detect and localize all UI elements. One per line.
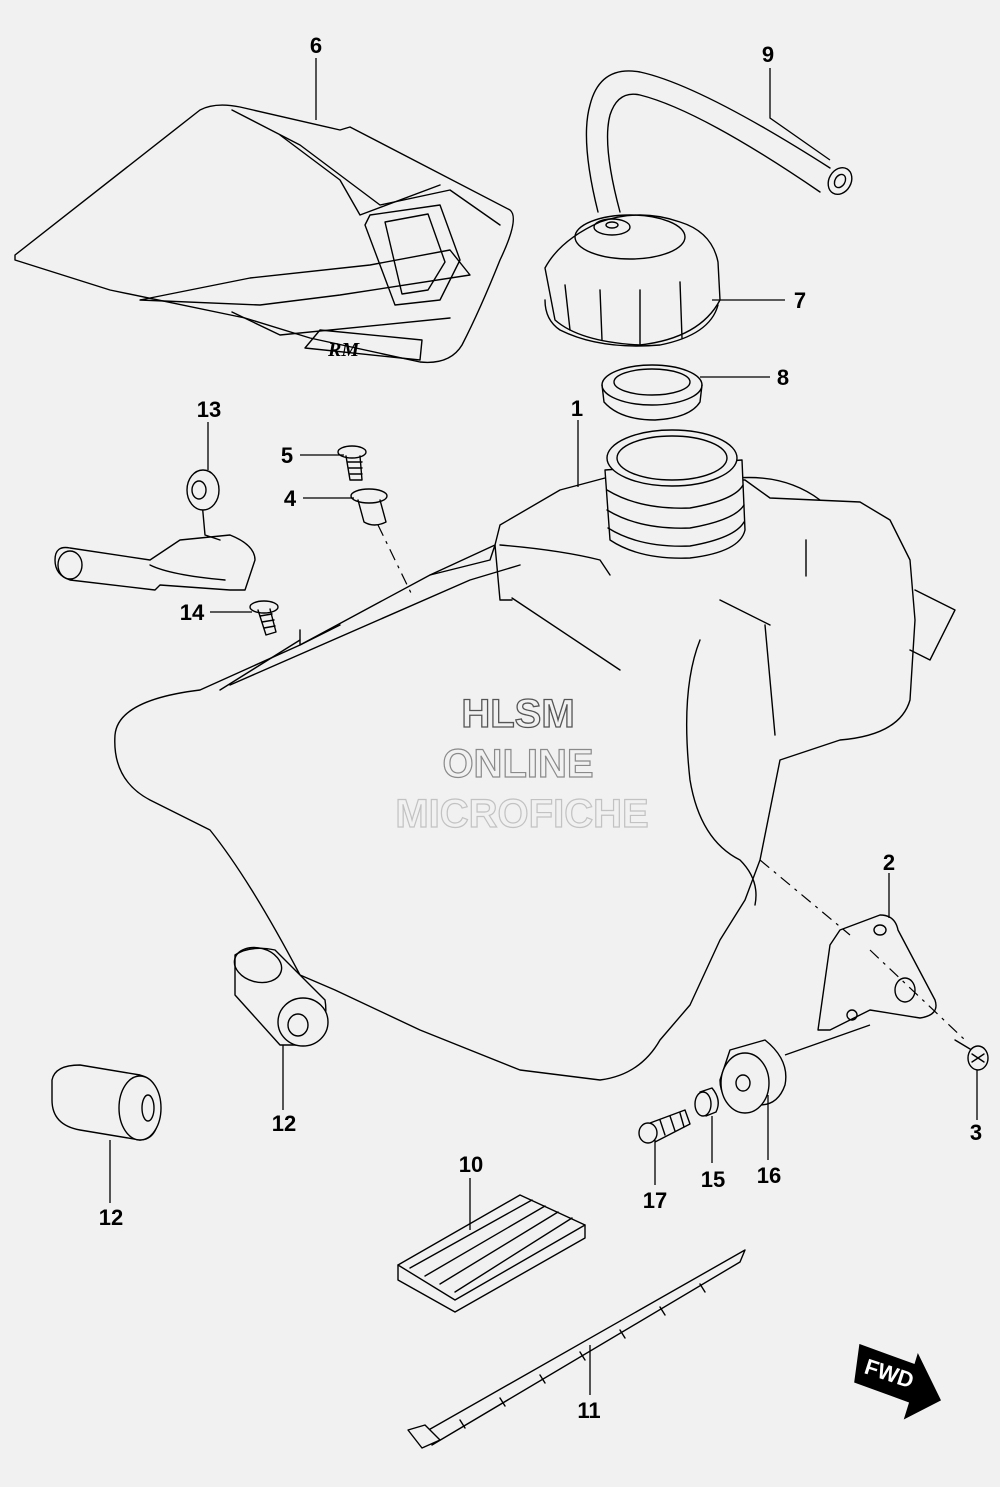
part-7-fuel-cap xyxy=(544,214,721,347)
assembly-line-3 xyxy=(869,949,966,1041)
part-16-cushion xyxy=(719,1039,787,1114)
callout-2: 2 xyxy=(883,850,895,875)
part-1-fuel-tank xyxy=(114,429,956,1081)
part-10-pad xyxy=(397,1194,586,1313)
callout-7: 7 xyxy=(794,288,806,313)
callout-14: 14 xyxy=(180,600,205,625)
watermark-line-3: MICROFICHE xyxy=(395,792,648,836)
callout-6: 6 xyxy=(310,33,322,58)
callout-9: 9 xyxy=(762,42,774,67)
callout-16: 16 xyxy=(757,1163,781,1188)
callout-1: 1 xyxy=(571,396,583,421)
callout-17: 17 xyxy=(643,1188,667,1213)
part-11-cable-tie xyxy=(407,1249,746,1449)
callout-numbers: 6 9 7 8 1 5 4 13 14 2 3 12 12 10 11 17 1… xyxy=(99,33,982,1423)
callout-4: 4 xyxy=(284,486,297,511)
part-13-bracket xyxy=(54,469,256,591)
part-3-screw xyxy=(954,1039,989,1071)
emblem-text: RM xyxy=(327,339,360,361)
part-6-decal: RM xyxy=(14,104,514,364)
assembly-line-2 xyxy=(759,859,851,936)
callout-15: 15 xyxy=(701,1167,725,1192)
fwd-arrow: FWD xyxy=(854,1343,941,1420)
part-15-collar xyxy=(694,1087,719,1117)
callout-13: 13 xyxy=(197,397,221,422)
part-9-breather-hose xyxy=(585,70,853,213)
leader-lines xyxy=(109,58,978,1395)
part-2-mount-bracket xyxy=(817,914,937,1031)
callout-12-upper: 12 xyxy=(272,1111,296,1136)
callout-3: 3 xyxy=(970,1120,982,1145)
callout-12-lower: 12 xyxy=(99,1205,123,1230)
callout-8: 8 xyxy=(777,365,789,390)
watermark-line-2: ONLINE xyxy=(442,742,593,786)
part-8-gasket xyxy=(601,364,703,421)
part-5-bolt xyxy=(337,445,367,481)
callout-5: 5 xyxy=(281,443,293,468)
part-4-collar xyxy=(350,488,388,526)
callout-10: 10 xyxy=(459,1152,483,1177)
watermark-line-1: HLSM xyxy=(461,692,574,736)
watermark: HLSM ONLINE MICROFICHE xyxy=(395,691,650,836)
part-14-screw xyxy=(249,600,279,636)
part-12-lower-sleeve xyxy=(51,1064,162,1141)
callout-11: 11 xyxy=(577,1398,600,1423)
part-17-bolt xyxy=(638,1109,691,1144)
assembly-line-4 xyxy=(377,524,413,596)
assembly-line-16 xyxy=(784,1024,871,1056)
part-12-upper-sleeve xyxy=(233,946,329,1047)
